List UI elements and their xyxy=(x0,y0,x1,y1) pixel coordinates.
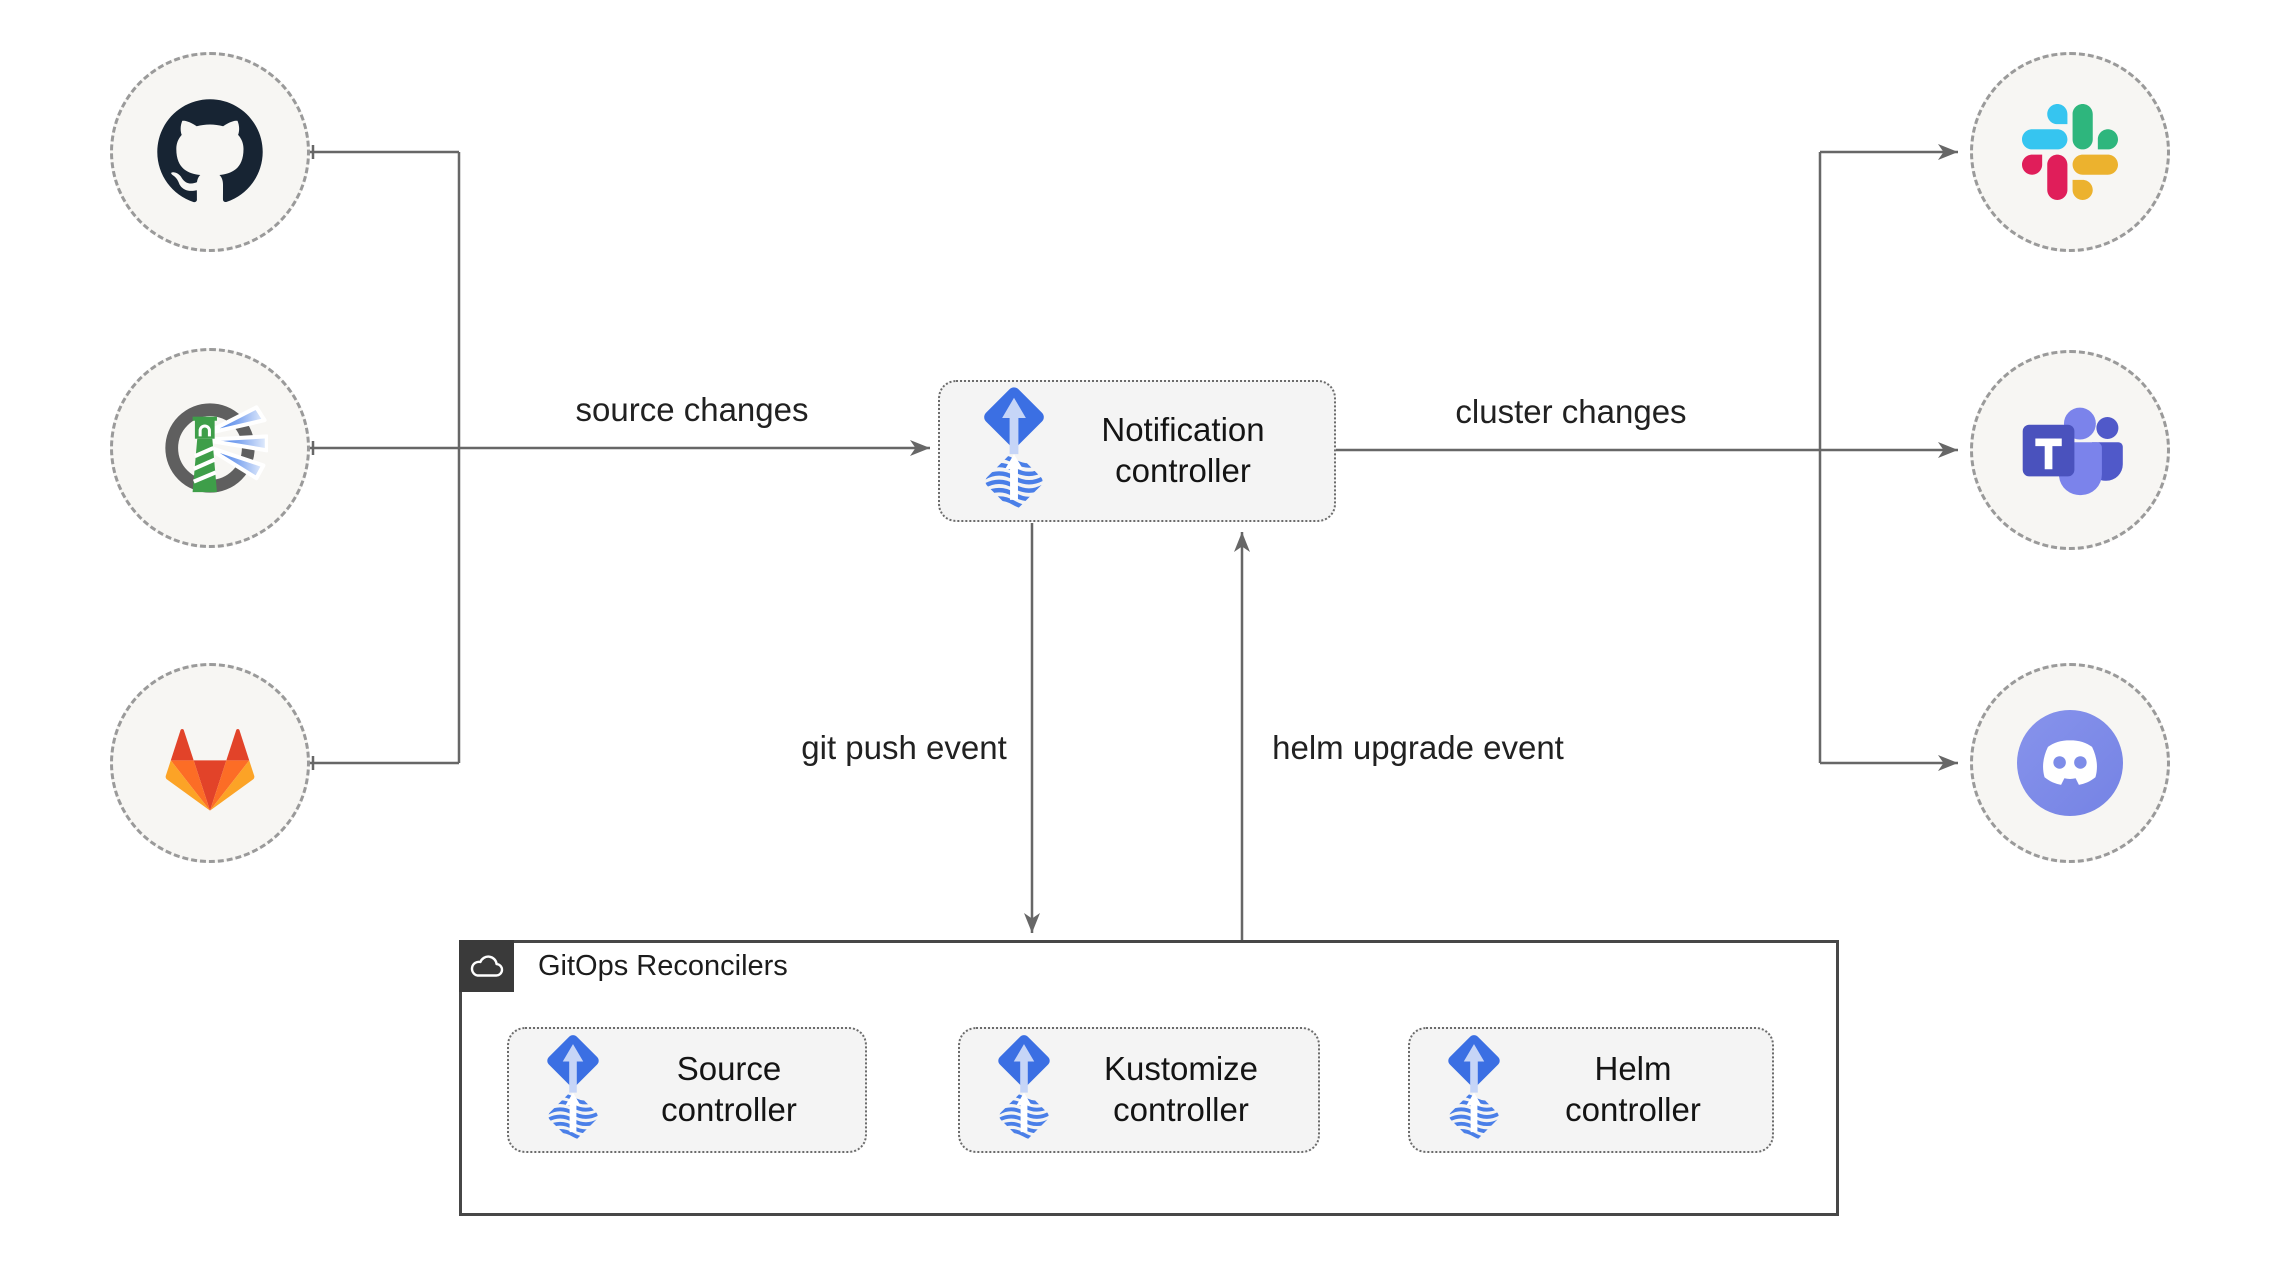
source-node-gitlab xyxy=(110,663,310,863)
kustomize-controller-label: Kustomize controller xyxy=(1103,1050,1259,1128)
left-branch-wires xyxy=(310,145,461,770)
gitops-reconcilers-title: GitOps Reconcilers xyxy=(538,950,788,982)
alert-node-slack xyxy=(1970,52,2170,252)
notification-controller-label: Notification controller xyxy=(1101,411,1265,489)
edge-label-cluster-changes: cluster changes xyxy=(1455,393,1687,430)
source-node-harbor xyxy=(110,348,310,548)
alert-node-discord xyxy=(1970,663,2170,863)
slack-icon xyxy=(2022,104,2118,200)
flux-icon xyxy=(986,1035,1062,1145)
kustomize-controller-node: Kustomize controller xyxy=(958,1027,1320,1153)
source-controller-label: Source controller xyxy=(661,1050,797,1128)
gitlab-icon xyxy=(155,711,265,815)
edge-label-git-push-event: git push event xyxy=(801,729,1007,766)
edge-label-helm-upgrade-event: helm upgrade event xyxy=(1272,729,1564,766)
source-node-github xyxy=(110,52,310,252)
flux-icon xyxy=(535,1035,611,1145)
alert-node-teams xyxy=(1970,350,2170,550)
flux-icon xyxy=(1436,1035,1512,1145)
discord-icon xyxy=(2017,710,2123,816)
cloud-badge xyxy=(459,940,514,992)
github-icon xyxy=(155,97,265,207)
notification-controller-node: Notification controller xyxy=(938,380,1336,522)
microsoft-teams-icon xyxy=(2011,395,2129,505)
cloud-icon xyxy=(469,953,505,980)
edge-label-source-changes: source changes xyxy=(575,391,809,428)
helm-controller-node: Helm controller xyxy=(1408,1027,1774,1153)
right-branch-wires xyxy=(1336,144,1958,771)
harbor-icon xyxy=(152,390,268,506)
helm-controller-label: Helm controller xyxy=(1565,1050,1701,1128)
flux-icon xyxy=(970,387,1058,515)
source-controller-node: Source controller xyxy=(507,1027,867,1153)
